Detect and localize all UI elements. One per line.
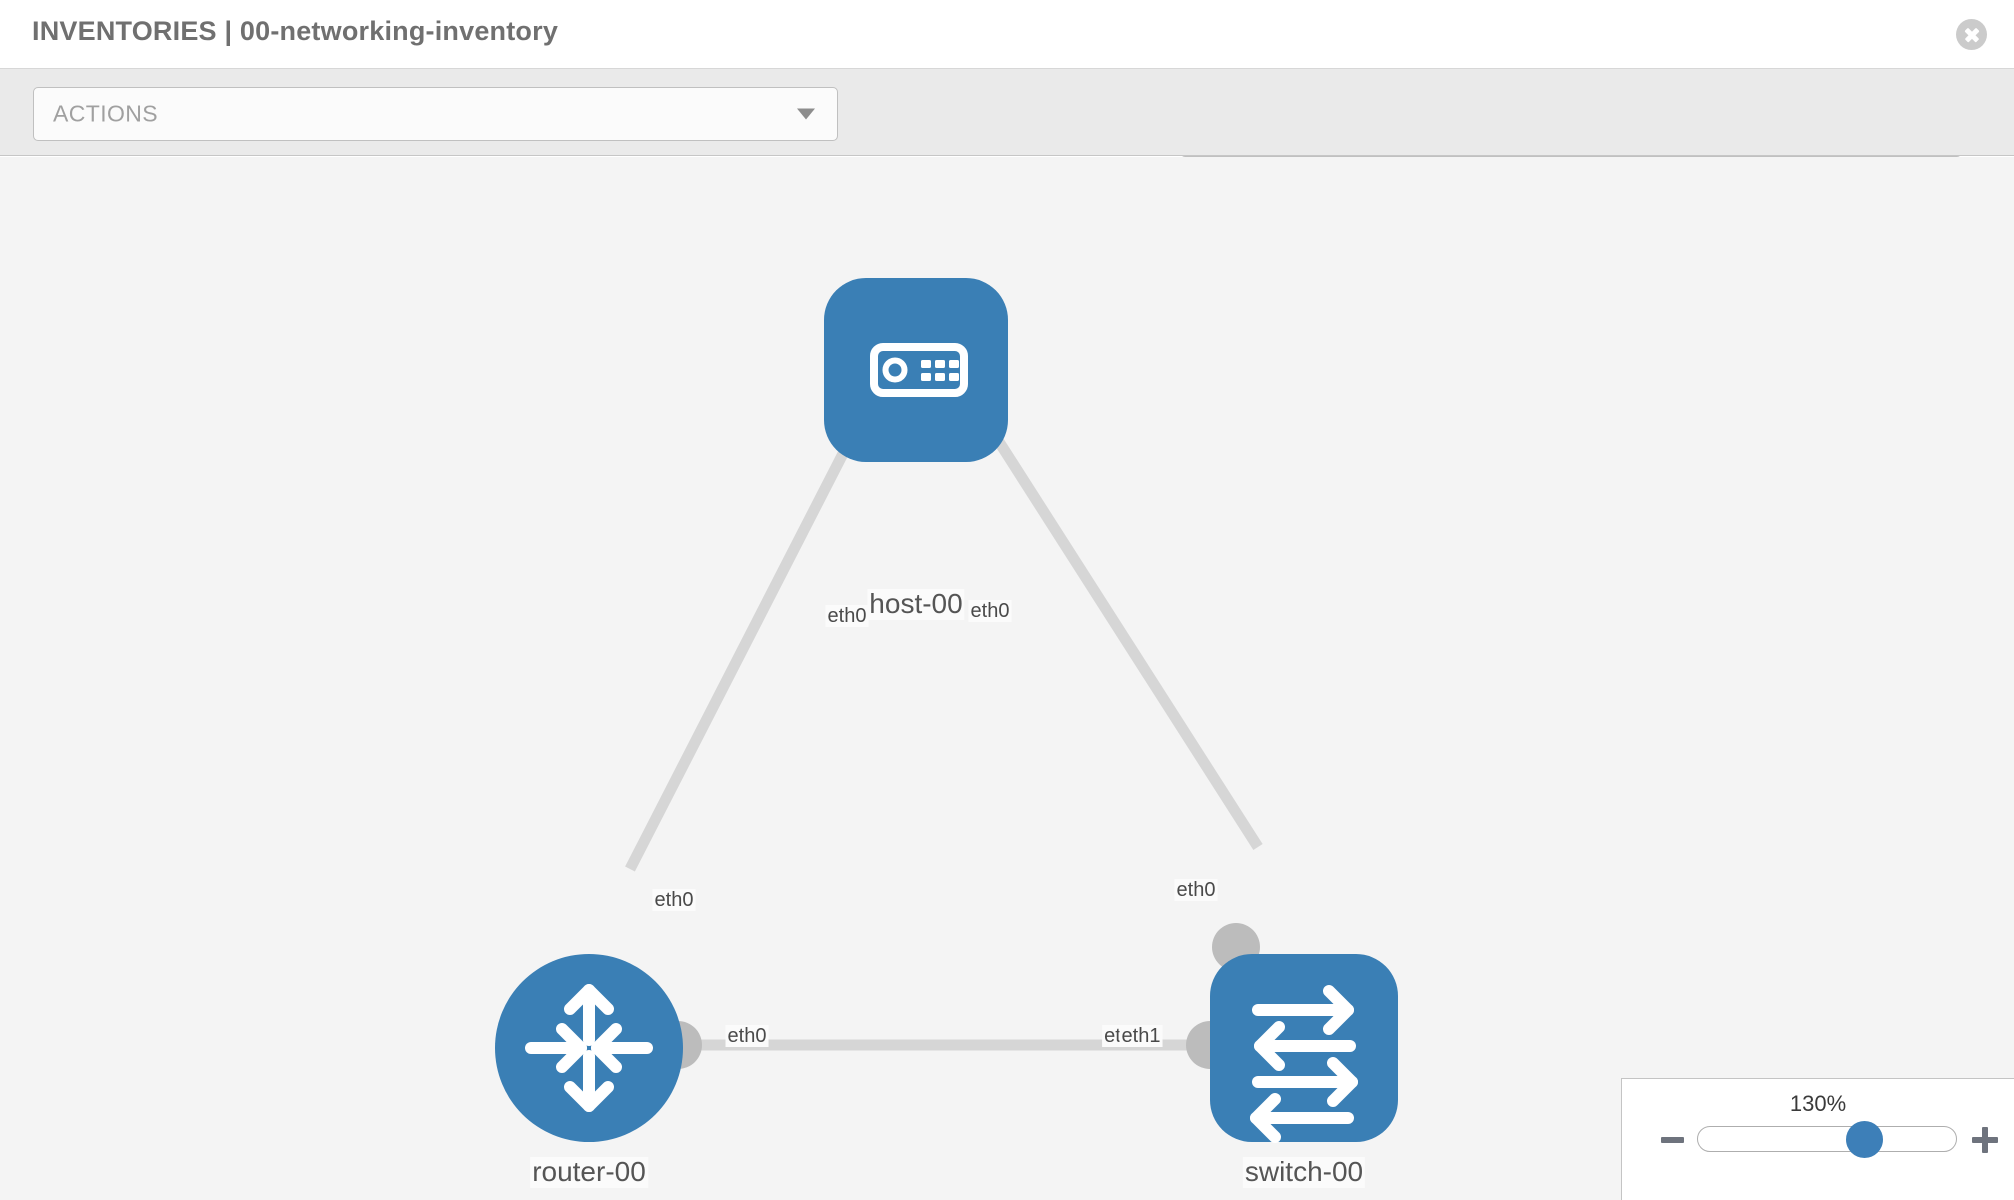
topology-graph bbox=[495, 278, 1398, 1143]
zoom-level-value: 130% bbox=[1789, 1091, 1847, 1116]
node-router-00[interactable] bbox=[495, 954, 683, 1142]
close-icon[interactable] bbox=[1956, 19, 1987, 50]
bidirectional-arrows-icon bbox=[1250, 985, 1358, 1143]
iface-label-host00-eth0-left: eth0 bbox=[825, 605, 869, 627]
node-label-host-00: host-00 bbox=[867, 588, 965, 620]
node-host-00[interactable] bbox=[824, 278, 1008, 462]
iface-label-host00-eth0-right: eth0 bbox=[968, 600, 1012, 622]
topology-canvas[interactable]: host-00 router-00 switch-00 eth0 eth0 et… bbox=[0, 157, 2014, 1200]
node-label-switch-00: switch-00 bbox=[1242, 1156, 1366, 1188]
actions-dropdown[interactable]: ACTIONS bbox=[33, 87, 838, 141]
minus-icon[interactable] bbox=[1661, 1137, 1684, 1143]
node-switch-00[interactable] bbox=[1210, 954, 1398, 1143]
iface-label-switch00-eth0-uplink: eth0 bbox=[1174, 879, 1218, 901]
zoom-slider[interactable] bbox=[1697, 1121, 1957, 1158]
page-header: INVENTORIES | 00-networking-inventory bbox=[0, 0, 2014, 69]
zoom-slider-thumb[interactable] bbox=[1846, 1121, 1883, 1158]
server-device-icon bbox=[870, 343, 968, 397]
connector-handle-layer bbox=[654, 401, 1260, 1069]
chevron-down-icon bbox=[797, 108, 815, 120]
toolbar: ACTIONS SEARCH bbox=[0, 69, 2014, 210]
zoom-control-panel: 130% bbox=[1621, 1078, 2014, 1200]
plus-icon[interactable] bbox=[1972, 1127, 1998, 1153]
plus-icon-stroke-v bbox=[1982, 1127, 1988, 1153]
iface-label-switch00-eth1: eth1 bbox=[1119, 1025, 1163, 1047]
page-title: INVENTORIES | 00-networking-inventory bbox=[32, 16, 559, 46]
four-arrows-inward-icon bbox=[525, 984, 653, 1112]
actions-dropdown-label: ACTIONS bbox=[53, 100, 159, 127]
node-label-router-00: router-00 bbox=[530, 1156, 648, 1188]
iface-label-router00-eth0: eth0 bbox=[725, 1025, 769, 1047]
link-layer bbox=[625, 359, 1263, 1051]
iface-label-router00-eth0-uplink: eth0 bbox=[652, 889, 696, 911]
